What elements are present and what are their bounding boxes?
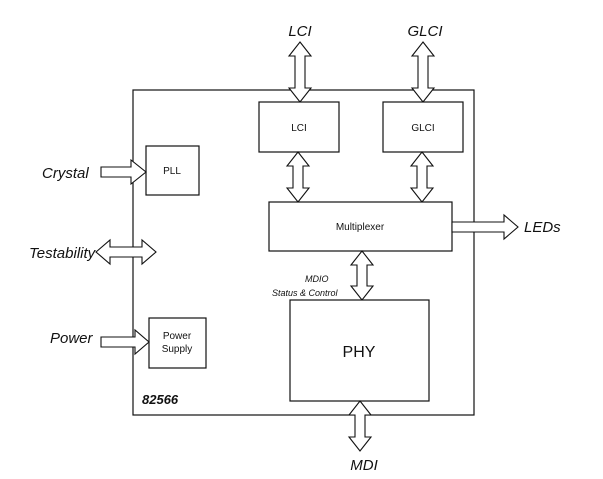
- pll-block: [145, 145, 200, 196]
- phy-label: PHY: [343, 344, 376, 361]
- leds-arrow: [451, 213, 519, 241]
- glci-external-label: GLCI: [407, 23, 442, 40]
- phy-block: [289, 299, 430, 402]
- lci-block-label: LCI: [291, 123, 307, 134]
- testability-label: Testability: [29, 245, 97, 262]
- glci-external-arrow: [410, 41, 436, 103]
- glci-block: [382, 101, 464, 153]
- glci-block-label: GLCI: [411, 123, 434, 134]
- lci-block: [258, 101, 340, 153]
- testability-arrow: [95, 238, 157, 266]
- lci-external-arrow: [287, 41, 313, 103]
- crystal-label: Crystal: [42, 165, 89, 182]
- mdi-label: MDI: [350, 457, 378, 474]
- power-supply-block: [148, 317, 207, 369]
- power-label: Power: [50, 330, 94, 347]
- crystal-arrow: [100, 158, 147, 186]
- power-supply-label-line2: Supply: [162, 344, 193, 355]
- leds-label: LEDs: [524, 219, 561, 236]
- power-supply-label-line1: Power: [163, 331, 192, 342]
- multiplexer-label: Multiplexer: [336, 222, 385, 233]
- mdio-label: MDIO: [305, 274, 329, 284]
- power-arrow: [100, 328, 150, 356]
- mdi-arrow: [347, 400, 373, 452]
- lci-external-label: LCI: [288, 23, 311, 40]
- chip-label: 82566: [142, 392, 179, 407]
- status-control-label: Status & Control: [272, 288, 339, 298]
- pll-label: PLL: [163, 166, 181, 177]
